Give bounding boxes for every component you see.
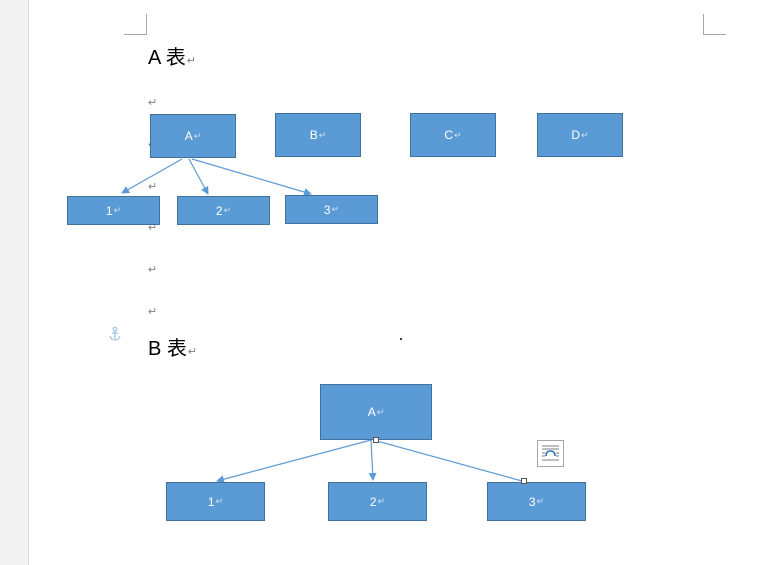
paragraph-mark: ↵ (148, 181, 158, 193)
layout-options-icon (542, 445, 559, 461)
shape-a-child-1[interactable]: 1↵ (67, 196, 160, 225)
shape-a-top-a[interactable]: A↵ (150, 114, 236, 158)
shape-label: C (444, 128, 454, 142)
section-a-heading[interactable]: A 表↵ (148, 46, 196, 73)
section-b-heading[interactable]: B 表↵ (148, 337, 197, 364)
connector-b-3[interactable] (376, 440, 523, 482)
paragraph-mark: ↵ (377, 496, 386, 506)
paragraph-mark: ↵ (318, 129, 327, 140)
shape-a-child-2[interactable]: 2↵ (177, 196, 270, 225)
connector-b-1[interactable] (216, 439, 372, 484)
paragraph-mark: ↵ (186, 55, 197, 67)
paragraph-mark: ↵ (331, 204, 340, 214)
shape-b-child-3[interactable]: 3↵ (487, 482, 586, 521)
shape-b-root-a[interactable]: A↵ (320, 384, 432, 440)
page-corner-top-right (703, 14, 726, 35)
shape-label: A (184, 129, 193, 143)
shape-label: 2 (215, 203, 223, 218)
section-b-title: B 表 (148, 338, 187, 360)
left-ruler-gutter (0, 0, 29, 565)
connector-a-3[interactable] (191, 158, 312, 196)
anchor-icon[interactable] (108, 326, 122, 342)
shape-label: D (571, 128, 581, 142)
cursor-dot (400, 338, 402, 340)
shape-label: 3 (323, 202, 331, 217)
shape-a-top-d[interactable]: D↵ (537, 113, 623, 157)
paragraph-mark: ↵ (148, 97, 158, 109)
shape-a-top-c[interactable]: C↵ (410, 113, 496, 157)
paragraph-mark: ↵ (536, 496, 545, 506)
paragraph-mark: ↵ (581, 129, 589, 140)
shape-a-top-b[interactable]: B↵ (275, 113, 361, 157)
paragraph-mark: ↵ (148, 222, 158, 234)
paragraph-mark: ↵ (113, 205, 122, 215)
shape-b-child-1[interactable]: 1↵ (166, 482, 265, 521)
paragraph-mark: ↵ (148, 264, 158, 276)
connector-a-2[interactable] (188, 158, 209, 195)
connector-end-handle[interactable] (521, 478, 527, 484)
shape-label: 3 (528, 494, 536, 509)
connector-start-handle[interactable] (373, 437, 379, 443)
paragraph-mark: ↵ (223, 205, 232, 215)
section-a-title: A 表 (148, 47, 186, 69)
paragraph-mark: ↵ (215, 496, 224, 506)
connector-a-1[interactable] (121, 158, 183, 194)
shape-label: 2 (369, 494, 377, 509)
connector-b-2[interactable] (368, 439, 377, 481)
shape-b-child-2[interactable]: 2↵ (328, 482, 427, 521)
layout-options-button[interactable] (537, 440, 564, 467)
shape-a-child-3[interactable]: 3↵ (285, 195, 378, 224)
shape-label: A (367, 405, 376, 419)
shape-label: 1 (105, 203, 113, 218)
page-corner-top-left (124, 14, 147, 35)
paragraph-mark: ↵ (148, 306, 158, 318)
paragraph-mark: ↵ (193, 130, 202, 141)
paragraph-mark: ↵ (376, 406, 385, 417)
paragraph-mark: ↵ (454, 129, 462, 140)
paragraph-mark: ↵ (187, 346, 198, 358)
shape-label: 1 (207, 494, 215, 509)
shape-label: B (309, 128, 318, 142)
